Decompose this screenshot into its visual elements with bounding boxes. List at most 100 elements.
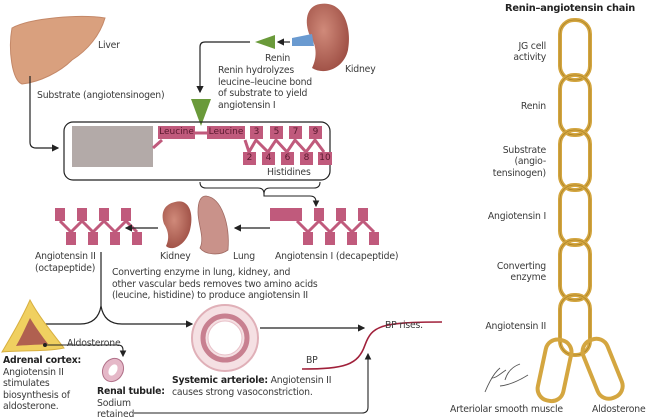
peptide-bond <box>339 219 354 234</box>
peptide-residue <box>99 208 109 221</box>
branch-label-arteriolar: Arteriolar smooth muscle <box>450 404 563 415</box>
chain-link-label: Angiotensin II <box>485 321 546 333</box>
substrate-arrow <box>29 76 60 152</box>
renal-tubule-lumen <box>108 364 118 376</box>
arteriole-description: Angiotensin II <box>267 375 332 386</box>
renin-description-line: angiotensin I <box>218 99 276 111</box>
renal-vessels-icon <box>292 34 314 46</box>
chain-link <box>558 238 592 302</box>
to-angiotensin-i-arrow <box>263 194 320 208</box>
leucine-residue-1: Leucine <box>158 126 195 139</box>
adrenal-description-line: aldosterone. <box>3 401 59 412</box>
angiotensin-i-label: Angiotensin I (decapeptide) <box>275 251 399 262</box>
renin-label: Renin <box>265 53 291 64</box>
chain-link <box>558 18 592 82</box>
angiotensin-ii-label-line: Angiotensin II <box>35 251 96 262</box>
renal-description-line: Sodium <box>97 397 131 409</box>
renin-cleavage-icon <box>191 99 211 126</box>
peptide-residue <box>55 208 65 221</box>
renin-angiotensin-chain <box>535 18 625 404</box>
peptide-bond <box>152 138 163 150</box>
branch-label-aldosterone: Aldosterone <box>592 404 646 415</box>
chain-link-label-line: enzyme <box>510 272 546 283</box>
chain-link-outline <box>559 184 591 246</box>
peptide-residue <box>121 208 131 221</box>
peptide-bond <box>102 219 117 234</box>
aldosterone-arrow <box>47 344 127 358</box>
chain-link-label-line: (angio- <box>514 156 546 168</box>
liver-label: Liver <box>98 40 120 51</box>
peptide-residue <box>270 208 292 221</box>
chain-link-outline <box>559 294 591 356</box>
chain-link-label: Angiotensin I <box>488 211 546 223</box>
renal-description-line: retained <box>97 409 135 420</box>
residue-box: 5 <box>270 126 283 139</box>
leucine-residue-2: Leucine <box>207 126 245 139</box>
peptide-bond <box>80 219 95 234</box>
sodium-to-bp-arrow <box>134 352 372 414</box>
peptide-bond <box>124 219 139 234</box>
cleaved-brace <box>199 181 321 195</box>
histidines-label: Histidines <box>267 167 311 178</box>
renin-enzyme-icon <box>255 35 275 49</box>
peptide-residue <box>66 232 76 245</box>
chain-link-label: Renin <box>521 101 546 113</box>
chain-link-label-line: Substrate <box>502 144 546 156</box>
peptide-bonds-group <box>243 137 326 156</box>
converting-description-line: Converting enzyme in lung, kidney, and <box>112 267 291 278</box>
netter-signature <box>484 363 529 393</box>
renin-flow-arrow <box>196 41 250 94</box>
peptide-bond <box>317 219 332 234</box>
chain-link-label-line: activity <box>513 52 546 63</box>
chain-link <box>558 183 592 247</box>
renin-description-line: of substrate to yield <box>218 88 308 99</box>
peptide-bond <box>295 219 310 234</box>
substrate-label: Substrate (angiotensinogen) <box>37 90 165 101</box>
lung-illustration <box>197 195 229 255</box>
peptide-residue <box>314 208 324 221</box>
renal-tubule-title: Renal tubule <box>97 386 162 397</box>
systemic-arteriole-title: Systemic arteriole <box>172 375 265 386</box>
peptide-residue <box>110 232 120 245</box>
peptide-residue <box>358 208 368 221</box>
residue-box: 10 <box>318 152 332 165</box>
peptide-bond <box>328 219 343 234</box>
kidney-mid-illustration <box>162 201 192 249</box>
peptide-residue <box>292 208 302 221</box>
chain-link-branch <box>535 337 574 404</box>
peptide-residue <box>369 232 379 245</box>
residue-box: 8 <box>300 152 313 165</box>
renin-description-line: Renin hydrolyzes <box>218 65 295 76</box>
peptide-bond <box>69 219 84 234</box>
to-adrenal-arrow <box>26 305 102 328</box>
peptide-bond <box>58 219 73 234</box>
peptide-residue <box>77 208 87 221</box>
residue-box: 4 <box>262 152 275 165</box>
residue-box: 7 <box>289 126 302 139</box>
converting-description-line: (leucine, histidine) to produce angioten… <box>112 290 308 301</box>
chain-link-label-line: Renin <box>520 101 546 113</box>
peptide-residue <box>303 232 313 245</box>
angiotensin-i-peptide <box>270 208 379 245</box>
kidney-top-illustration <box>306 3 350 72</box>
chain-link-label-line: tensinogen) <box>492 167 546 179</box>
chain-link-branch <box>580 336 625 401</box>
peptide-bond <box>91 219 106 234</box>
adrenal-description-line: stimulates <box>3 378 50 389</box>
peptide-residue <box>88 232 98 245</box>
peptide-bonds <box>243 137 326 156</box>
systemic-arteriole-text: Systemic arteriole: Angiotensin II cause… <box>172 375 332 398</box>
residue-box: 2 <box>243 152 256 165</box>
converting-description-line: other vascular beds removes two amino ac… <box>112 278 318 290</box>
peptide-bond <box>350 219 365 234</box>
angiotensin-ii-peptide <box>55 208 142 245</box>
angiotensin-ii-label-line: (octapeptide) <box>35 262 96 274</box>
aldosterone-origin-dot <box>43 343 47 347</box>
residue-box: 6 <box>281 152 294 165</box>
